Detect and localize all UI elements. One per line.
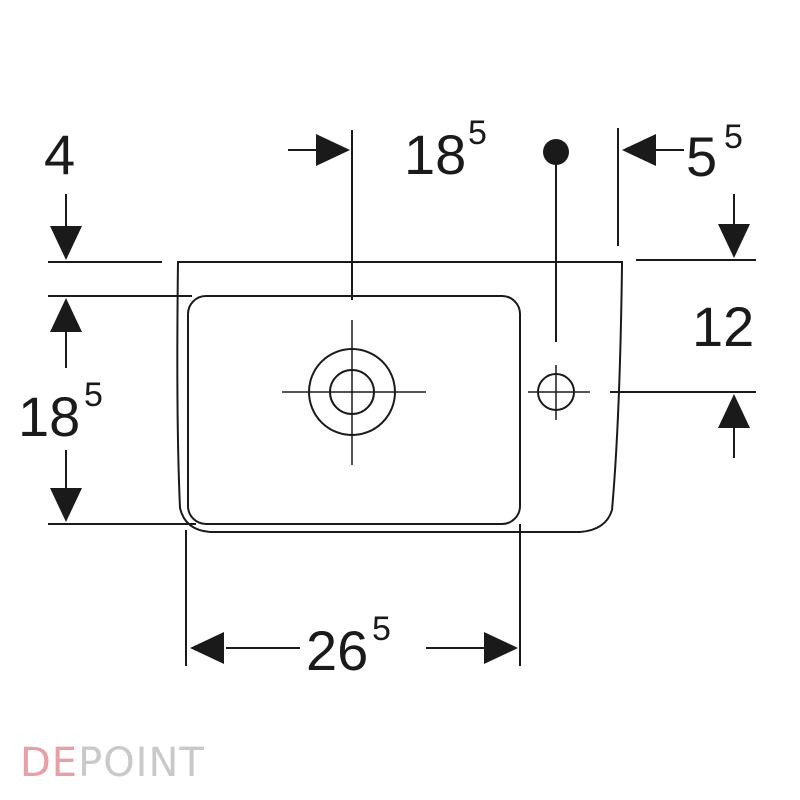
dim-bowl-depth-sup: 5 <box>84 376 103 414</box>
arrow-bottom-left <box>190 632 224 664</box>
arrow-left-top-down <box>50 226 82 260</box>
dim-bowl-width-sup: 5 <box>372 610 391 648</box>
dim-right-margin: 5 <box>686 125 717 188</box>
brand-logo: DEPOINT <box>20 740 205 786</box>
arrow-drain-right <box>316 134 350 166</box>
arrow-bottom-right <box>484 632 518 664</box>
dim-tap-height: 12 <box>692 295 754 358</box>
arrow-left-bowl-up <box>50 298 82 332</box>
arrow-left-bowl-down <box>50 488 82 522</box>
arrow-right-up <box>718 394 750 428</box>
dim-bowl-depth: 18 <box>18 385 80 448</box>
logo-part-1: DE <box>20 740 78 786</box>
tap-marker-dot <box>543 139 569 165</box>
basin-outline <box>176 261 623 533</box>
dim-drain-offset-sup: 5 <box>468 114 487 152</box>
dim-right-margin-sup: 5 <box>724 118 743 156</box>
logo-part-2: POINT <box>78 740 205 786</box>
bowl-outline <box>187 295 521 525</box>
arrow-right-edge-left <box>622 134 656 166</box>
dim-bowl-width: 26 <box>306 619 368 682</box>
dim-top-left-depth: 4 <box>44 123 75 186</box>
dim-drain-offset: 18 <box>404 123 466 186</box>
arrow-right-down <box>718 224 750 258</box>
